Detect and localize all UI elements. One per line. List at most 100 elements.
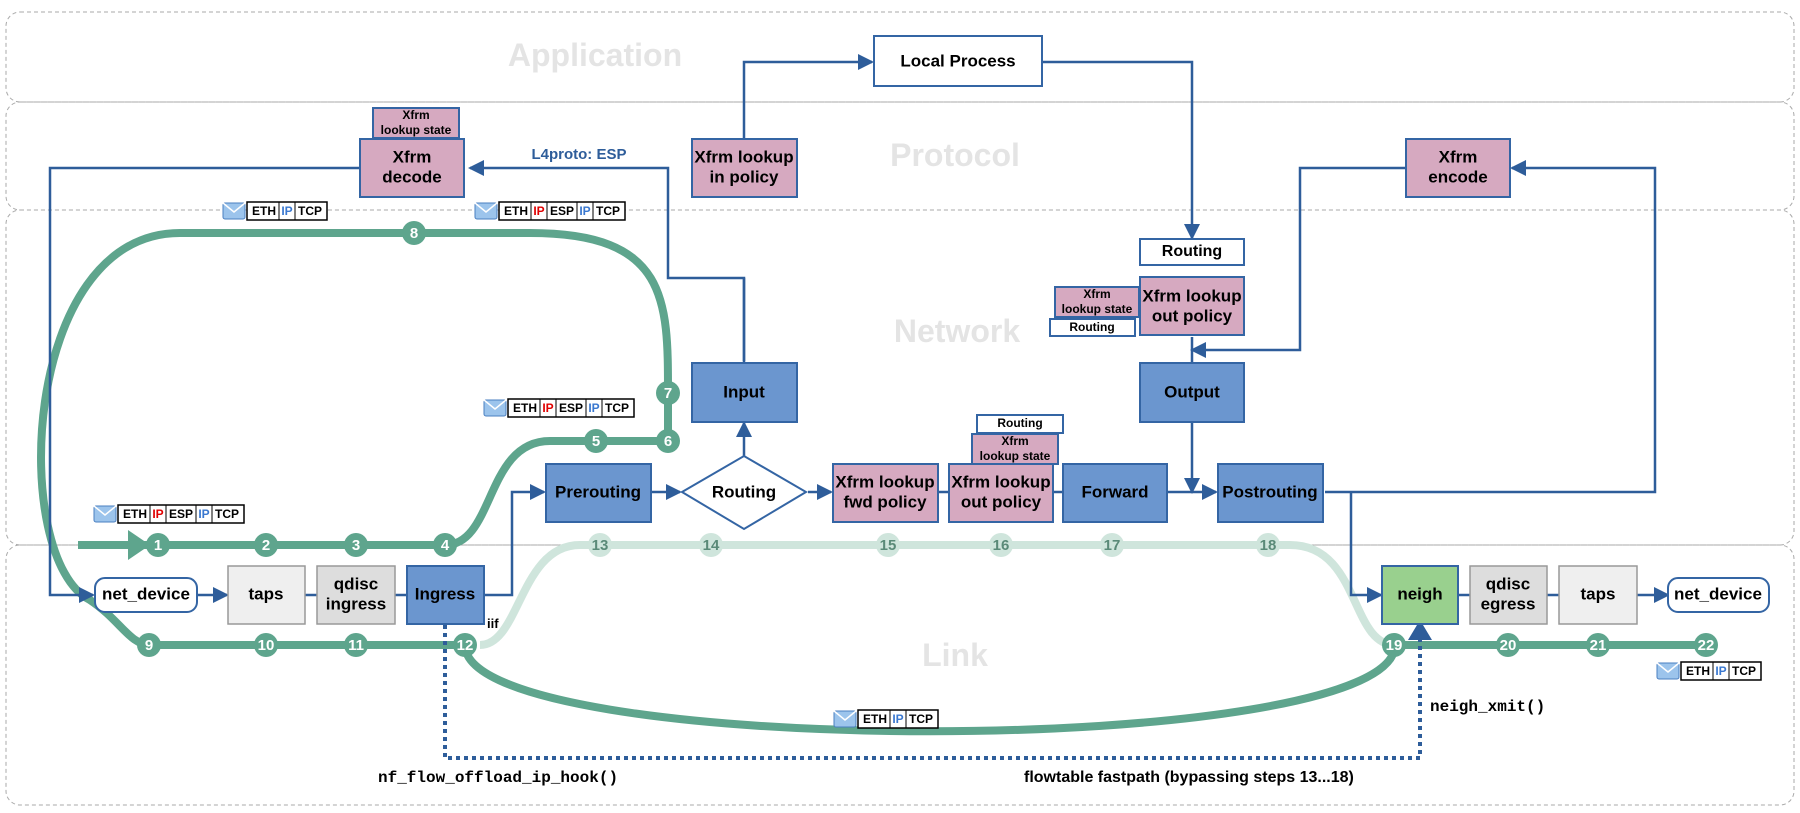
packet-field-ip: IP [152,507,163,521]
packet-field-ip: IP [579,204,590,218]
step-18-label: 18 [1260,537,1277,554]
step-8-label: 8 [410,225,418,242]
step-1-circle [146,533,170,557]
neigh-box[interactable] [1381,565,1459,625]
entry-arrowhead [128,530,150,560]
ingress-box[interactable] [406,565,485,625]
xfrm-lookup-out-policy-top-box[interactable] [1139,276,1245,336]
step-21-circle [1586,633,1610,657]
packet-field-eth: ETH [504,204,528,218]
xfrm-lookup-in-policy-box[interactable] [691,138,798,198]
input-box[interactable] [691,362,798,423]
input-label: Input [723,382,765,401]
step-11-circle [344,633,368,657]
flowtable-hook-line [443,625,1422,760]
xfrm-encode-box[interactable] [1405,138,1511,198]
routing-side-label: Routing [1069,320,1114,334]
xfrm-lookup-state-side-box[interactable] [1054,286,1140,318]
xfrm-lookup-out-policy-mid-box[interactable] [948,463,1054,523]
step-10-label: 10 [258,637,275,654]
step-22-label: 22 [1698,637,1715,654]
step-5-label: 5 [592,433,600,450]
qdisc-ingress-box[interactable] [316,565,396,625]
postrouting-box[interactable] [1217,463,1324,523]
output-box[interactable] [1139,362,1245,423]
annotations: L4proto: ESP iif neigh_xmit() nf_flow_of… [378,146,1545,787]
step-7-label: 7 [664,385,672,402]
hook-arrowhead [1408,620,1432,640]
packet-field-esp: ESP [169,507,193,521]
fastpath-light-route [479,541,1396,649]
fastpath-route [461,641,1705,736]
layer-title-network: Network [894,313,1020,349]
taps-out-box[interactable] [1558,565,1638,625]
xfrm-lookup-state-top-line1: Xfrm [402,108,429,122]
routing-side-box[interactable] [1049,318,1136,337]
forward-box[interactable] [1062,463,1168,523]
step-13-circle [588,533,612,557]
local-process-box[interactable] [873,35,1043,87]
xfrm-lookup-fwd-policy-line2: fwd policy [843,492,927,511]
packet-field-ip: IP [542,401,553,415]
l4proto-label: L4proto: ESP [531,146,626,163]
xfrm-lookup-state-side-line1: Xfrm [1083,287,1110,301]
xfrm-decode-line2: decode [382,167,442,186]
envelope-icon [93,505,117,523]
step-17-label: 17 [1104,537,1121,554]
step-21-label: 21 [1590,637,1607,654]
packet-field-ip: IP [533,204,544,218]
packet-field-tcp: TCP [909,712,933,726]
qdisc-ingress-line1: qdisc [334,574,378,593]
xfrm-lookup-out-policy-top-line1: Xfrm lookup [1142,286,1241,305]
nf-flow-offload-label: nf_flow_offload_ip_hook() [378,769,618,787]
nodes: Local Process Xfrm lookup state Xfrm dec… [94,35,1770,625]
routing-small-mid-label: Routing [997,416,1042,430]
xfrm-lookup-state-top-line2: lookup state [381,123,452,137]
step-14-circle [699,533,723,557]
xfrm-lookup-out-policy-top-line2: out policy [1152,306,1233,325]
step-2-circle [254,533,278,557]
packet-field-eth: ETH [252,204,276,218]
routing-diamond[interactable] [680,454,808,531]
qdisc-egress-box[interactable] [1469,565,1548,625]
xfrm-lookup-fwd-policy-box[interactable] [832,463,939,523]
xfrm-lookup-state-mid-line1: Xfrm [1001,434,1028,448]
envelope-icon [474,202,498,220]
qdisc-ingress-line2: ingress [326,594,386,613]
xfrm-lookup-state-top-box[interactable] [372,107,460,139]
step-20-circle [1496,633,1520,657]
net-device-out-box[interactable] [1667,577,1770,613]
packet-field-ip: IP [892,712,903,726]
step-8-circle [402,221,426,245]
packet-decoded-fastpath: ETH IP TCP [833,709,939,729]
xfrm-lookup-out-policy-mid-line2: out policy [961,492,1042,511]
packet-field-eth: ETH [123,507,147,521]
routing-out-box[interactable] [1139,238,1245,266]
xfrm-decode-line1: Xfrm [393,147,432,166]
envelope-icon [483,399,507,417]
packet-field-tcp: TCP [605,401,629,415]
xfrm-lookup-out-policy-mid-line1: Xfrm lookup [951,472,1050,491]
prerouting-box[interactable] [545,463,652,523]
step-9-circle [137,633,161,657]
taps-in-box[interactable] [227,565,306,625]
step-1-label: 1 [154,537,162,554]
packet-field-tcp: TCP [215,507,239,521]
xfrm-encode-line2: encode [1428,167,1488,186]
net-device-in-box[interactable] [94,577,198,613]
net-device-in-label: net_device [102,584,190,603]
packet-field-eth: ETH [863,712,887,726]
packet-field-tcp: TCP [596,204,620,218]
step-9-label: 9 [145,637,153,654]
routing-diamond-label: Routing [712,482,776,501]
packet-field-ip: IP [588,401,599,415]
xfrm-decode-box[interactable] [359,138,465,198]
step-10-circle [254,633,278,657]
iif-label: iif [487,616,499,631]
routing-out-label: Routing [1162,243,1222,260]
output-label: Output [1164,382,1220,401]
